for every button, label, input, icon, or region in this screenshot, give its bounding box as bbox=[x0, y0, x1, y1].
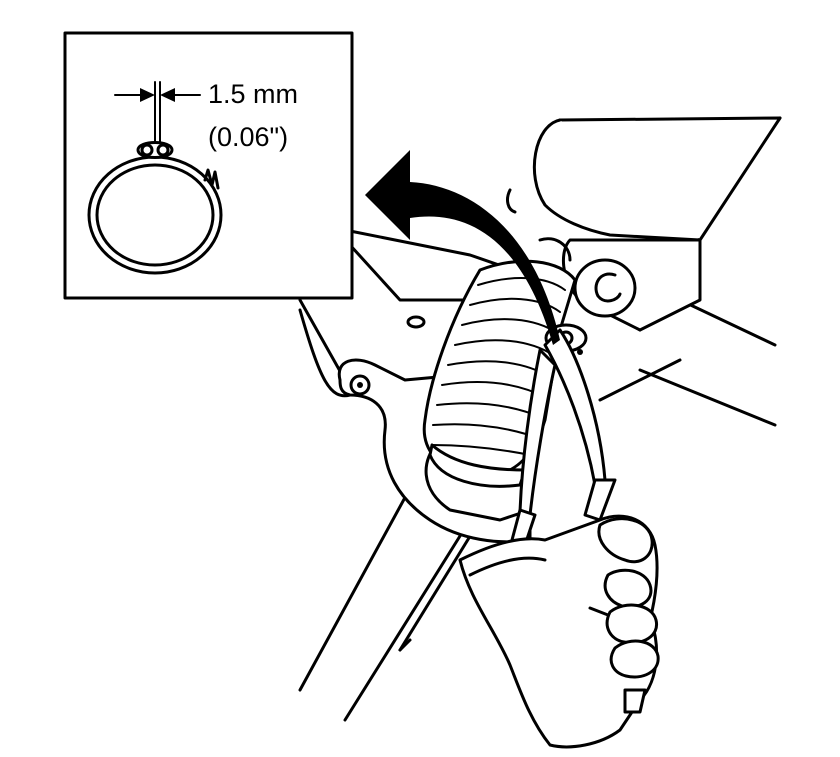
rotation-arrow-icon bbox=[365, 150, 560, 345]
dimension-arrow-icon bbox=[114, 81, 201, 151]
measurement-imperial-label: (0.06") bbox=[208, 122, 288, 152]
detail-inset: 1.5 mm (0.06") bbox=[63, 31, 354, 300]
measurement-metric-label: 1.5 mm bbox=[208, 79, 298, 109]
axle-shaft bbox=[506, 116, 782, 332]
clamp-ring-detail bbox=[87, 141, 223, 275]
hand bbox=[458, 514, 660, 749]
clamp-pliers bbox=[510, 328, 617, 547]
